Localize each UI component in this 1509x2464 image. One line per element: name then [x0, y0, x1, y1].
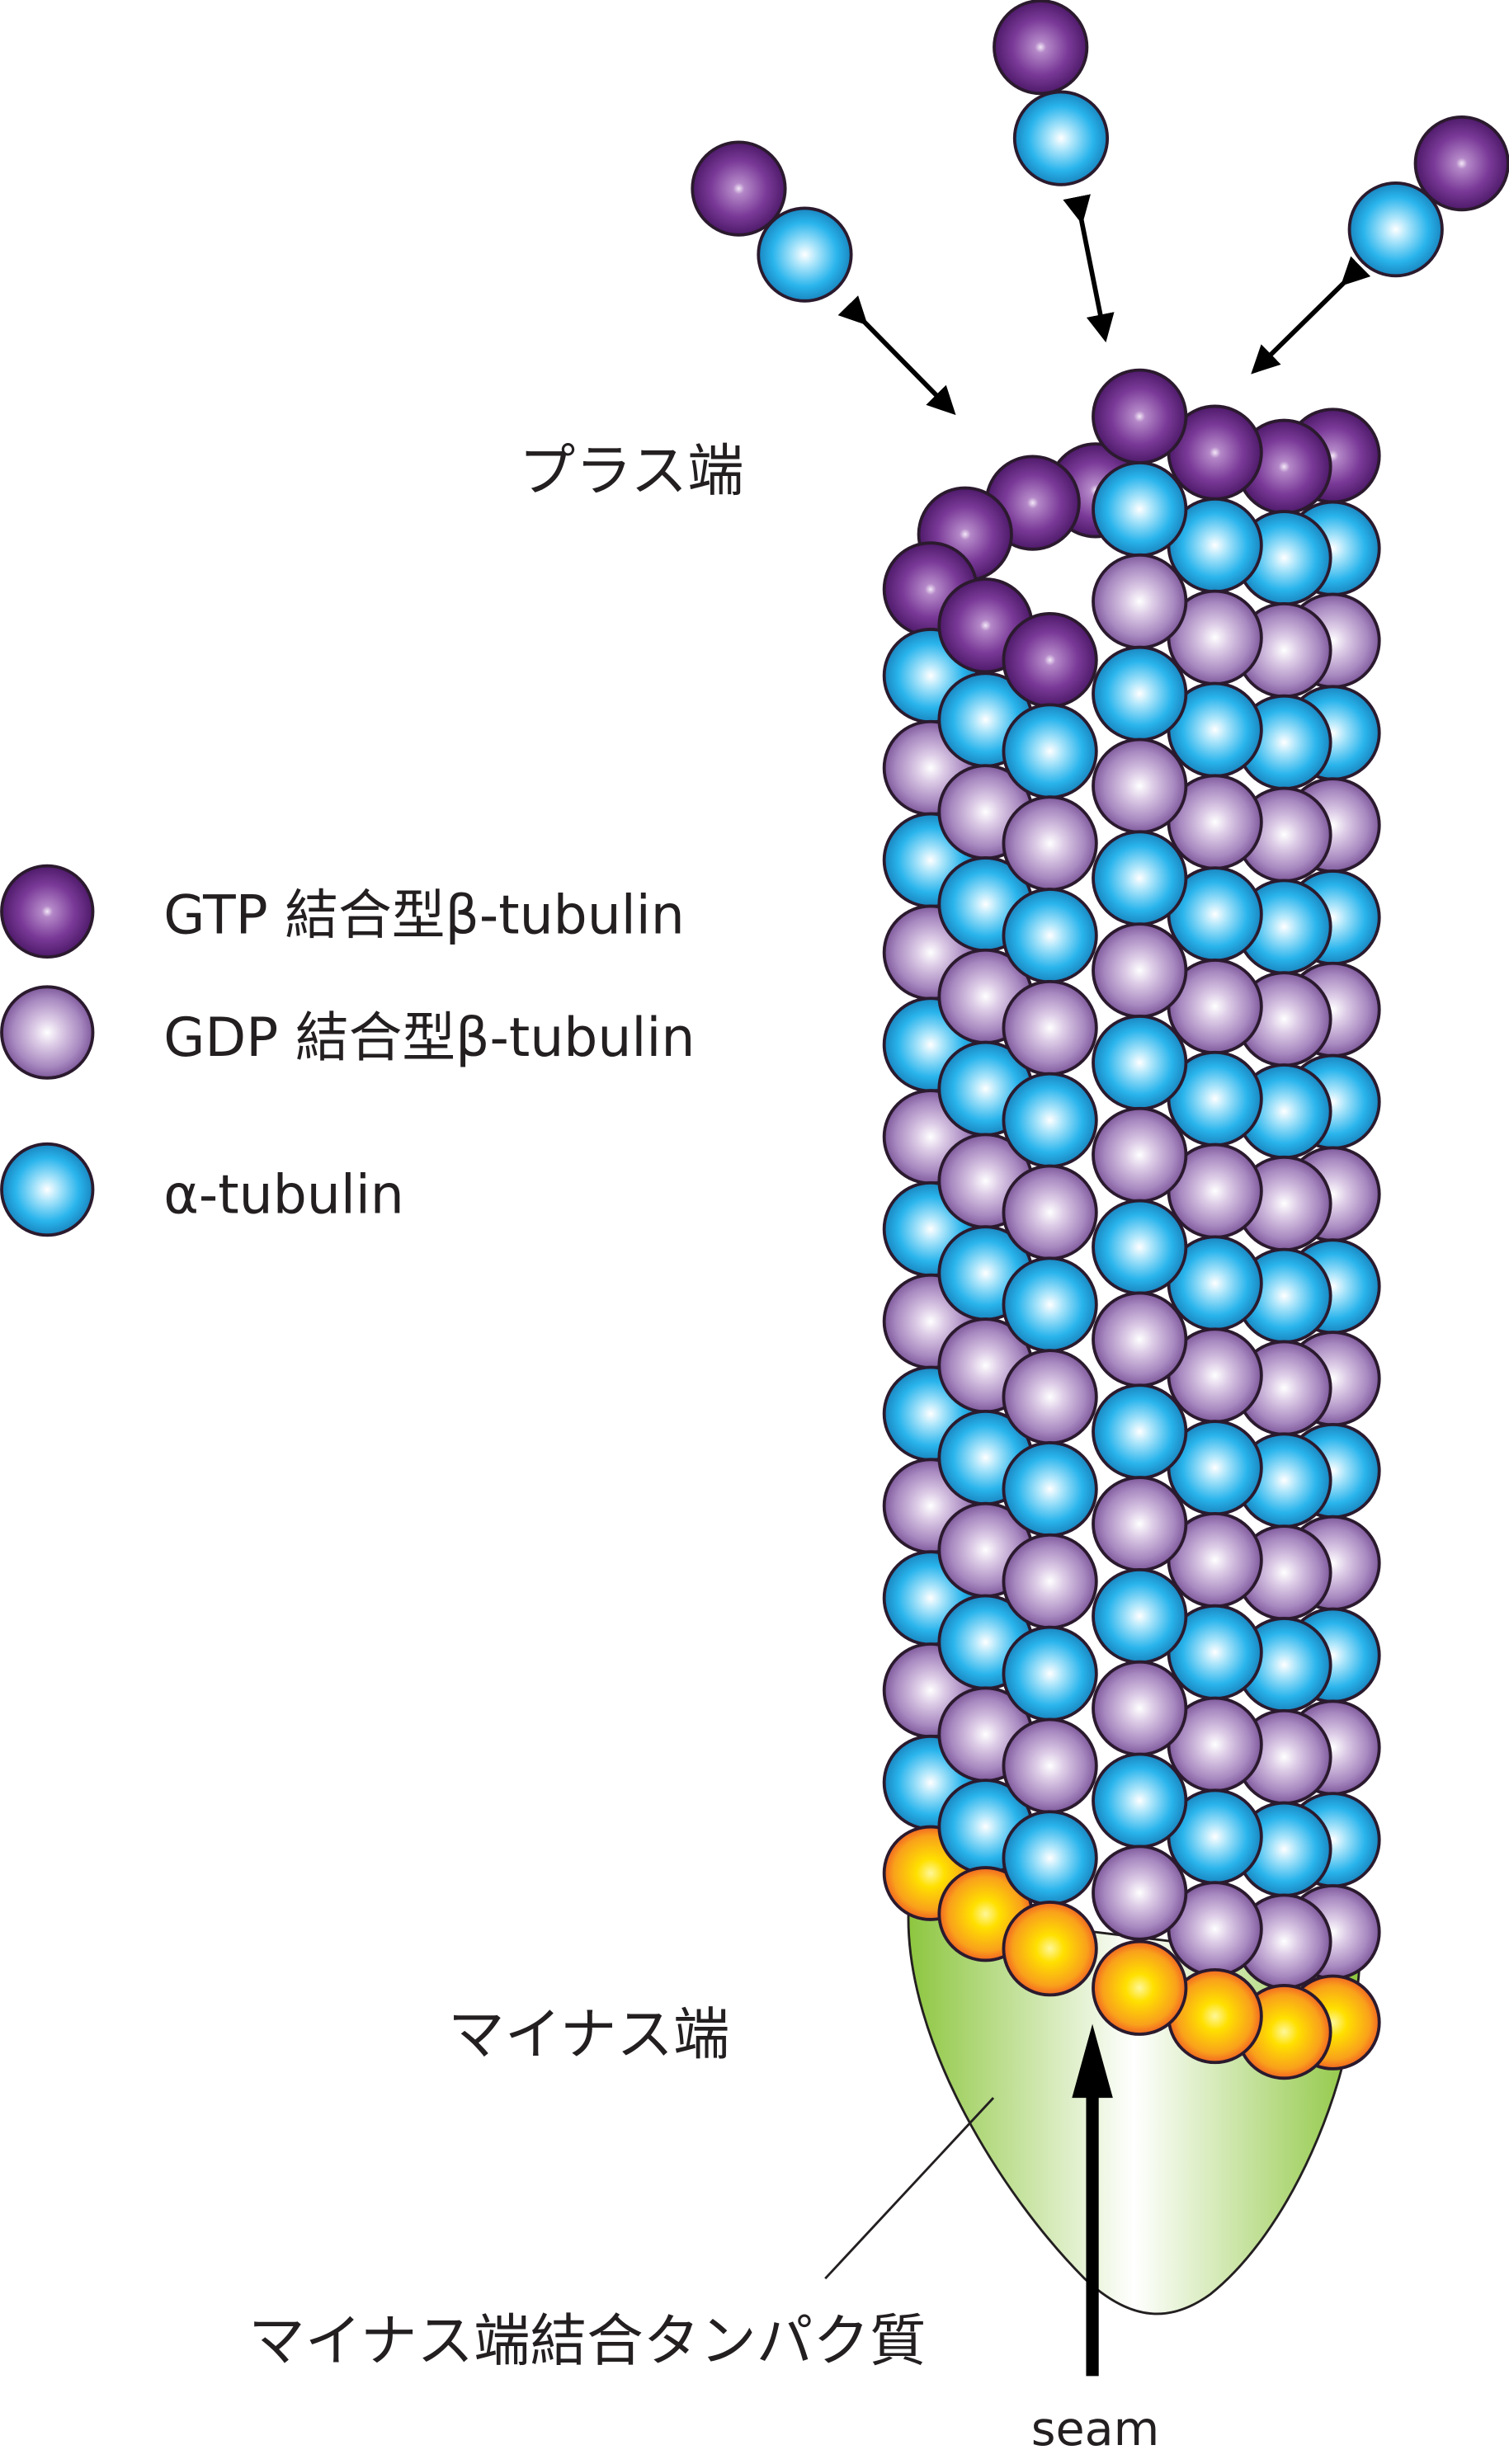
alpha-tubulin — [1092, 1383, 1188, 1480]
gdp-beta-tubulin — [1092, 1476, 1188, 1572]
gtp-beta-tubulin — [993, 0, 1089, 96]
alpha-tubulin — [1092, 1015, 1188, 1111]
legend-gtp-swatch — [0, 864, 95, 959]
alpha-tubulin — [1002, 1625, 1098, 1722]
alpha-tubulin — [1092, 1752, 1188, 1849]
legend-gdp-label: GDP 結合型β-tubulin — [163, 1007, 695, 1069]
minus-end-label: マイナス端 — [448, 2002, 729, 2068]
seam-arrow-head — [1072, 2023, 1113, 2099]
protein-pointer-line — [824, 2097, 995, 2280]
legend-alpha-swatch — [0, 1142, 95, 1237]
exchange-arrow-middle — [1063, 194, 1115, 343]
gdp-beta-tubulin — [1092, 1844, 1188, 1941]
plus-end-label: プラス端 — [519, 438, 744, 504]
gdp-beta-tubulin — [1092, 737, 1188, 834]
legend-gtp-label: GTP 結合型β-tubulin — [163, 885, 685, 947]
gtp-beta-tubulin — [1413, 115, 1509, 212]
alpha-tubulin — [1092, 1567, 1188, 1665]
gdp-beta-tubulin — [1002, 979, 1098, 1077]
microtubule-lattice — [691, 0, 1509, 2080]
gdp-beta-tubulin — [1092, 1660, 1188, 1756]
minus-end-protein-label: マイナス端結合タンパク質 — [248, 2308, 926, 2374]
gdp-beta-tubulin — [1002, 1533, 1098, 1630]
alpha-tubulin — [1092, 1199, 1188, 1295]
gdp-beta-tubulin — [1092, 1291, 1188, 1387]
gdp-beta-tubulin — [1092, 1106, 1188, 1204]
gdp-beta-tubulin — [1092, 922, 1188, 1019]
alpha-tubulin — [1092, 830, 1188, 926]
gtp-beta-tubulin — [691, 140, 787, 237]
alpha-tubulin — [1002, 1441, 1098, 1538]
alpha-tubulin — [1002, 1256, 1098, 1353]
exchange-arrow-left — [837, 295, 956, 416]
gtp-beta-tubulin — [1092, 368, 1188, 464]
gdp-beta-tubulin — [1002, 1349, 1098, 1445]
gdp-beta-tubulin — [1002, 1717, 1098, 1814]
alpha-tubulin — [1012, 90, 1110, 186]
alpha-tubulin — [1002, 1072, 1098, 1168]
gdp-beta-tubulin — [1002, 795, 1098, 892]
exchange-arrow-right — [1251, 256, 1371, 375]
legend-gdp-swatch — [0, 985, 95, 1080]
seam-label: seam — [1031, 2402, 1160, 2457]
gdp-beta-tubulin — [1092, 553, 1188, 650]
legend: GTP 結合型β-tubulin GDP 結合型β-tubulin α-tubu… — [0, 864, 695, 1237]
alpha-tubulin — [757, 206, 853, 303]
alpha-tubulin — [1002, 1810, 1098, 1906]
gtp-beta-tubulin — [1002, 611, 1098, 709]
alpha-tubulin — [1347, 181, 1444, 278]
alpha-tubulin — [1002, 703, 1098, 799]
minus-end-protein-subunit — [1002, 1901, 1098, 1997]
alpha-tubulin — [1002, 888, 1098, 984]
gdp-beta-tubulin — [1002, 1164, 1098, 1260]
legend-alpha-label: α-tubulin — [163, 1165, 404, 1227]
alpha-tubulin — [1092, 645, 1188, 742]
alpha-tubulin — [1092, 461, 1188, 558]
minus-end-protein-subunit — [1092, 1939, 1188, 2036]
